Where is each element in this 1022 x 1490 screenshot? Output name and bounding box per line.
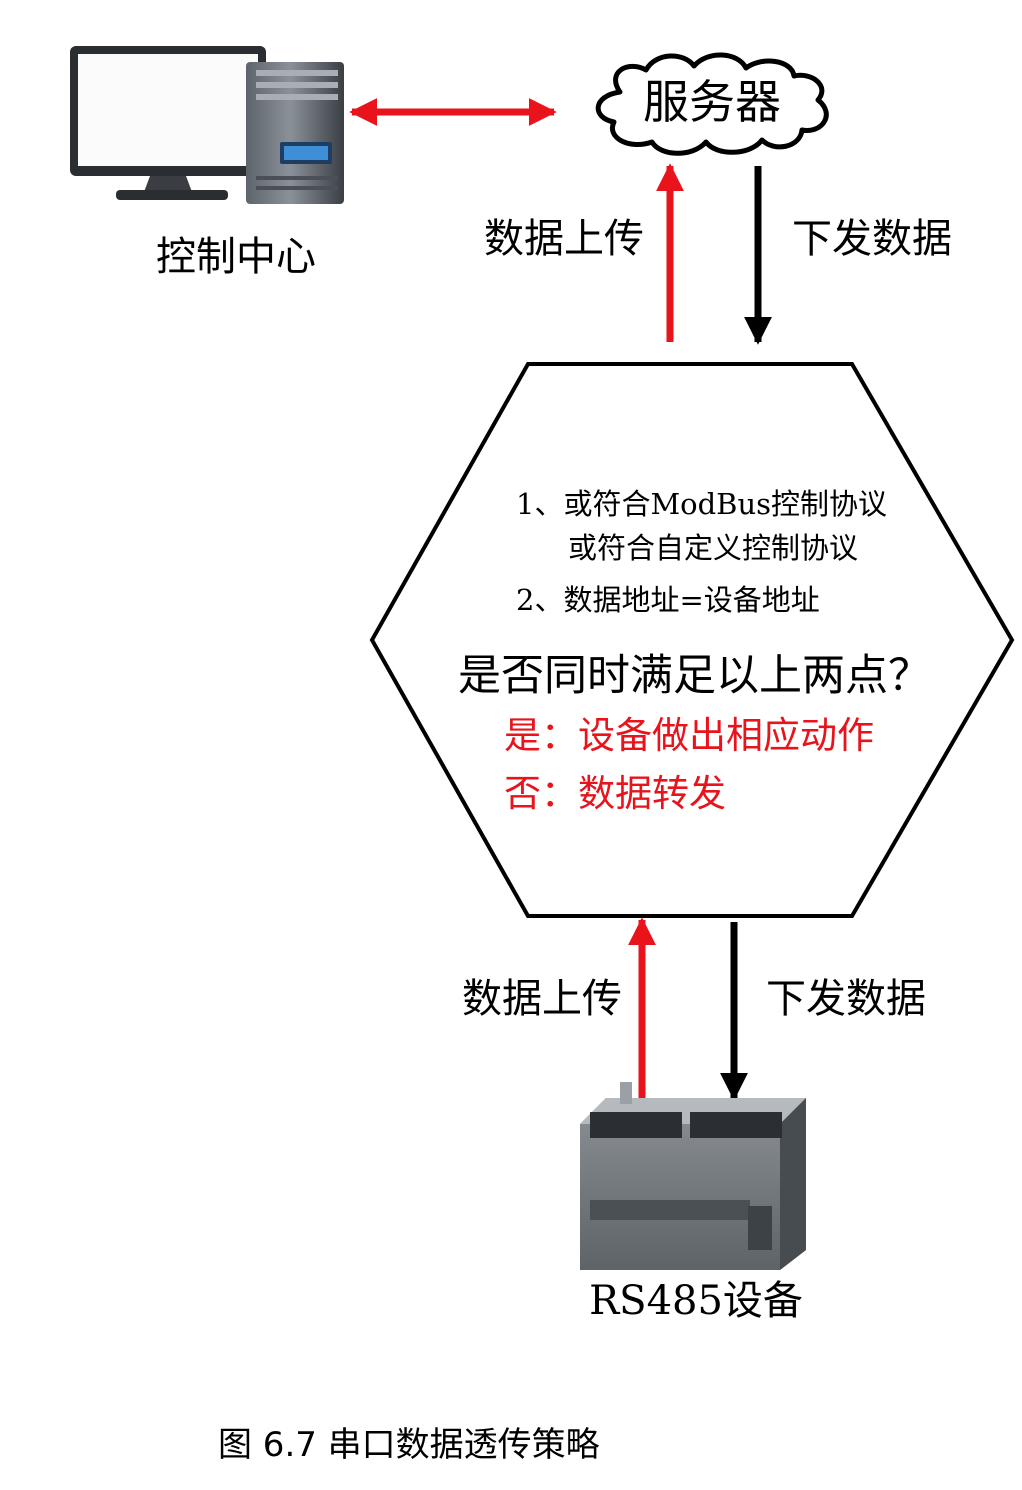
computer-icon: [70, 46, 344, 204]
cloud-icon: [595, 52, 829, 156]
download-label-top: 下发数据: [792, 216, 952, 262]
yes-outcome: 是：设备做出相应动作: [504, 714, 874, 757]
condition-1b: 或符合自定义控制协议: [568, 531, 858, 565]
plc-device-icon: [580, 1082, 806, 1270]
condition-1a: 1、或符合ModBus控制协议: [516, 487, 887, 521]
device-label: RS485设备: [589, 1278, 803, 1324]
upload-label-bottom: 数据上传: [462, 976, 622, 1022]
decision-hexagon: [369, 362, 1015, 918]
download-label-bottom: 下发数据: [766, 976, 926, 1022]
decision-question: 是否同时满足以上两点？: [458, 651, 931, 701]
control-center-label: 控制中心: [156, 234, 316, 280]
no-outcome: 否：数据转发: [504, 772, 726, 815]
upload-label-top: 数据上传: [484, 216, 644, 262]
server-label: 服务器: [643, 75, 781, 129]
figure-caption: 图 6.7 串口数据透传策略: [218, 1425, 600, 1465]
condition-2: 2、数据地址=设备地址: [516, 583, 820, 617]
